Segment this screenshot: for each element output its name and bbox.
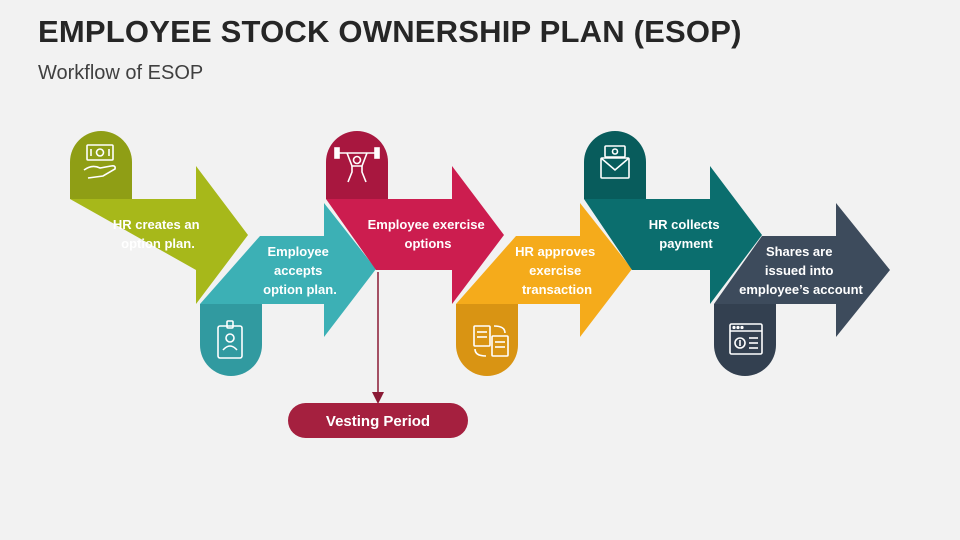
step-3-arrow xyxy=(326,166,504,304)
document-transfer-icon xyxy=(473,325,509,357)
web-account-icon xyxy=(729,323,763,355)
step-3-line-2: options xyxy=(405,236,452,251)
step-2-employee-accepts: Employee accepts option plan. xyxy=(200,203,376,376)
step-1-tab xyxy=(70,131,132,199)
step-4-hr-approves: HR approves exercise transaction xyxy=(456,203,632,376)
step-1-hr-creates-option-plan: HR creates an option plan. xyxy=(70,131,248,304)
weightlifter-icon xyxy=(334,147,380,183)
step-2-arrow xyxy=(200,203,376,337)
vesting-period-pill xyxy=(288,403,468,438)
step-5-hr-collects-payment: HR collects payment xyxy=(584,131,762,304)
step-1-line-2: option plan. xyxy=(121,236,195,251)
step-4-line-2: exercise xyxy=(529,263,581,278)
step-4-label: HR approves exercise transaction xyxy=(515,244,599,297)
step-3-tab xyxy=(326,131,388,199)
step-2-label: Employee accepts option plan. xyxy=(263,244,337,297)
step-1-arrow xyxy=(70,166,248,304)
vesting-period-label: Vesting Period xyxy=(326,413,430,430)
step-3-line-1: Employee exercise xyxy=(368,217,485,232)
money-envelope-icon xyxy=(600,145,630,179)
step-2-line-3: option plan. xyxy=(263,282,337,297)
step-6-label: Shares are issued into employee’s accoun… xyxy=(739,244,863,297)
step-4-line-3: transaction xyxy=(522,282,592,297)
step-6-tab xyxy=(714,304,776,376)
step-6-line-1: Shares are xyxy=(766,244,833,259)
step-5-tab xyxy=(584,131,646,199)
step-5-arrow xyxy=(584,166,762,304)
step-2-line-2: accepts xyxy=(274,263,322,278)
step-2-line-1: Employee xyxy=(267,244,328,259)
step-2-tab xyxy=(200,304,262,376)
cash-in-hand-icon xyxy=(83,144,116,179)
step-4-arrow xyxy=(456,203,632,337)
step-5-line-2: payment xyxy=(659,236,713,251)
step-1-line-1: HR creates an xyxy=(113,217,200,232)
page-title: EMPLOYEE STOCK OWNERSHIP PLAN (ESOP) xyxy=(38,14,742,49)
step-6-line-2: issued into xyxy=(765,263,834,278)
step-6-shares-issued: Shares are issued into employee’s accoun… xyxy=(714,203,890,376)
step-1-label: HR creates an option plan. xyxy=(113,217,203,251)
step-4-line-1: HR approves xyxy=(515,244,595,259)
step-4-tab xyxy=(456,304,518,376)
step-3-label: Employee exercise options xyxy=(368,217,489,251)
step-6-line-3: employee’s account xyxy=(739,282,863,297)
step-5-label: HR collects payment xyxy=(649,217,723,251)
page-subtitle: Workflow of ESOP xyxy=(38,62,204,84)
step-3-employee-exercise-options: Employee exercise options xyxy=(326,131,504,304)
id-badge-icon xyxy=(217,320,243,359)
step-6-arrow xyxy=(714,203,890,337)
step-5-line-1: HR collects xyxy=(649,217,720,232)
